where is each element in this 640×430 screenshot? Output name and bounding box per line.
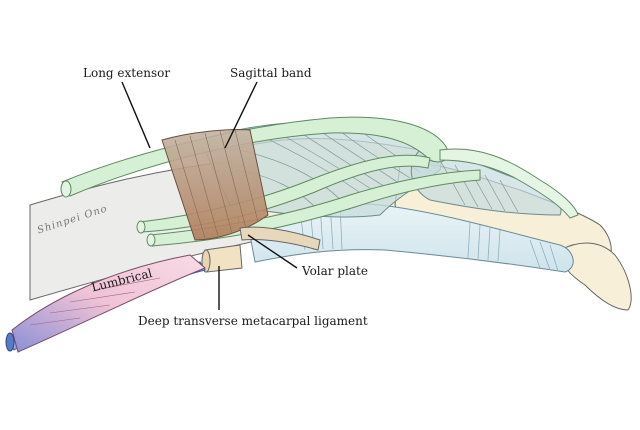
lateral-band (439, 148, 579, 219)
long-extensor-cut-end (60, 180, 72, 198)
distal-phalanx (559, 242, 632, 311)
leader-lines (121, 81, 298, 310)
label-long-extensor: Long extensor (83, 66, 171, 80)
lumbrical-muscle (11, 254, 206, 353)
label-volar-plate: Volar plate (302, 264, 368, 278)
volar-plate (239, 226, 321, 251)
label-sagittal-band: Sagittal band (230, 66, 312, 80)
deep-transverse-metacarpal-ligament (204, 244, 243, 273)
lumbrical-cut-end (5, 332, 15, 352)
label-deep-transverse-metacarpal-ligament: Deep transverse metacarpal ligament (138, 314, 368, 328)
sagittal-fibers (174, 129, 259, 239)
